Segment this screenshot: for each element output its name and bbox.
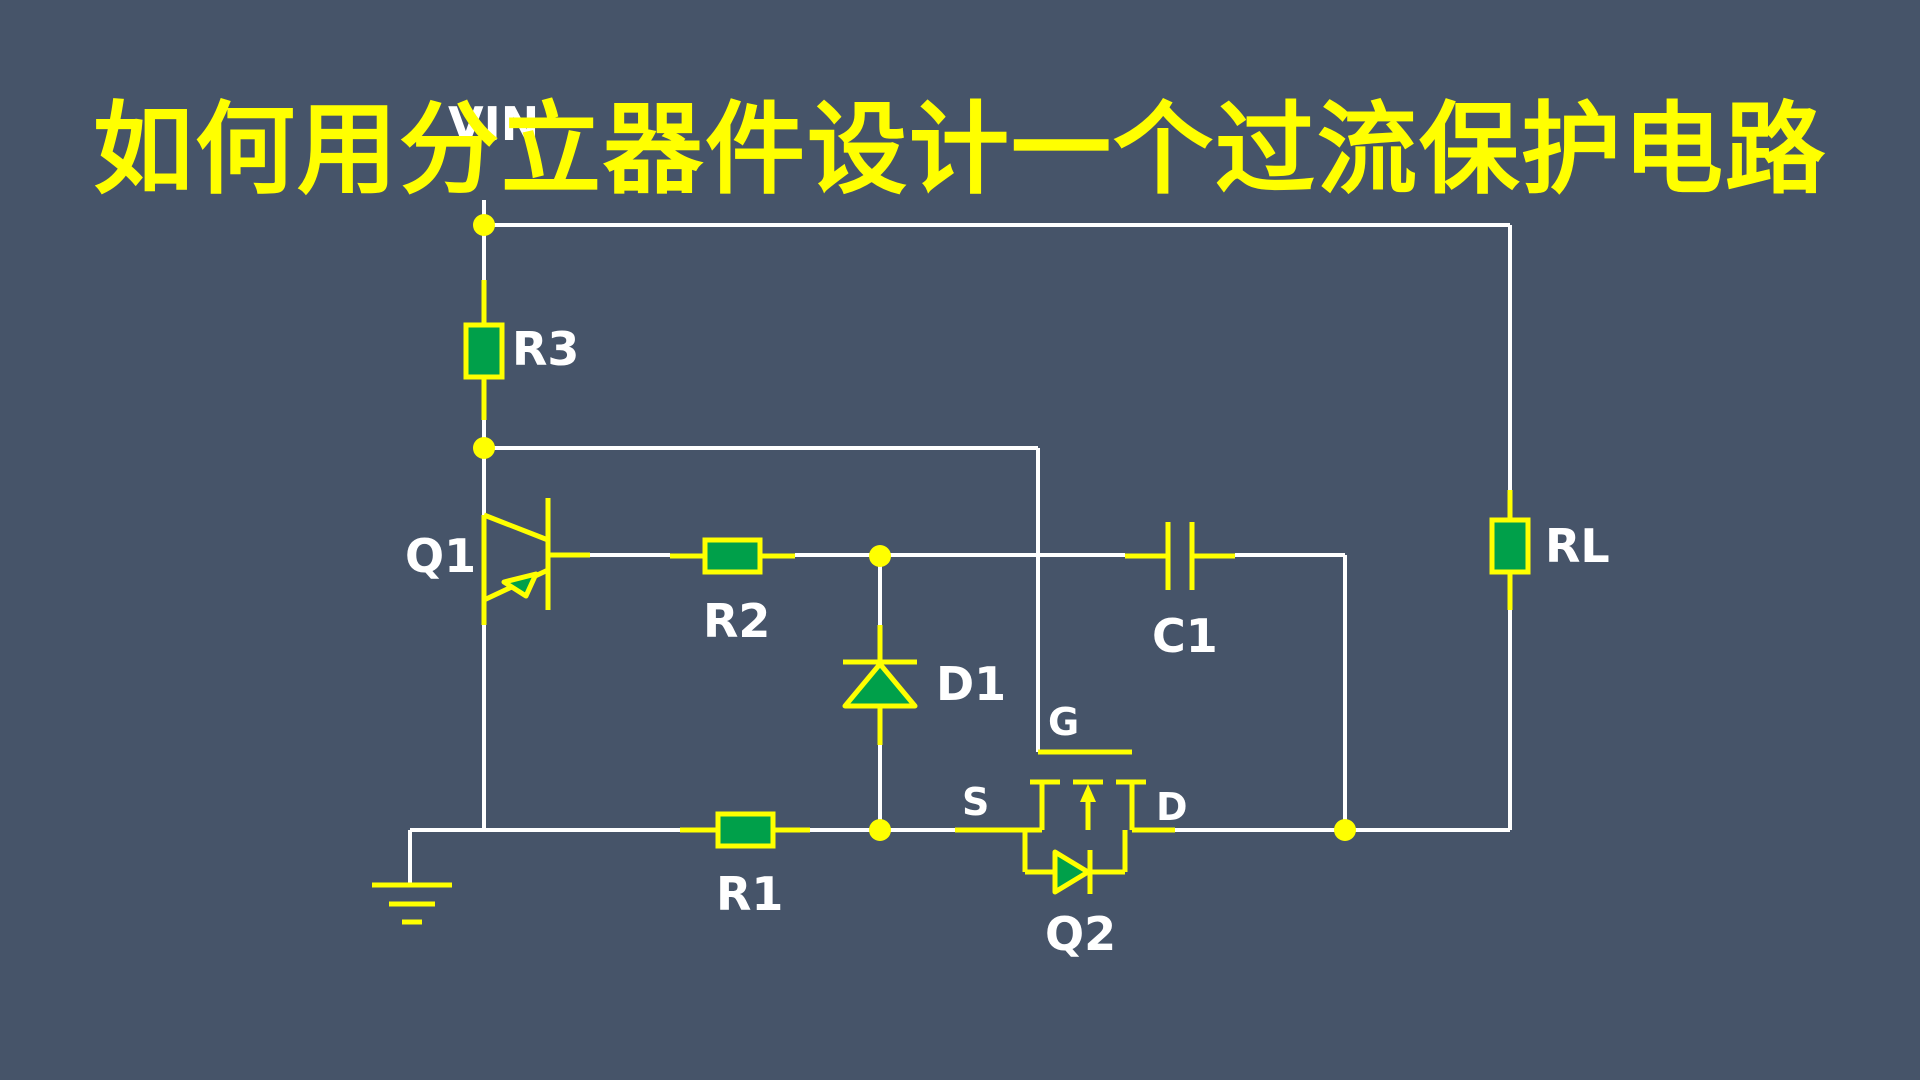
mosfet-q2: [955, 749, 1175, 895]
ground-symbol: [372, 882, 452, 925]
label-r2: R2: [703, 594, 770, 648]
resistor-r2: [670, 537, 795, 575]
resistor-r1: [680, 811, 810, 849]
label-r1: R1: [716, 867, 783, 921]
label-q1: Q1: [405, 529, 476, 583]
label-d: D: [1156, 785, 1188, 829]
resistor-rl: [1489, 490, 1531, 610]
label-rl: RL: [1545, 519, 1610, 573]
label-d1: D1: [936, 657, 1006, 711]
label-vin: VIN: [448, 97, 539, 151]
transistor-q1: [481, 498, 590, 625]
label-c1: C1: [1152, 609, 1218, 663]
label-g: G: [1048, 700, 1079, 744]
label-q2: Q2: [1045, 907, 1116, 961]
resistor-r3: [463, 280, 505, 420]
wires: [408, 200, 1512, 885]
capacitor-c1: [1125, 522, 1235, 590]
junction-nodes: [473, 214, 1356, 841]
label-s: S: [962, 780, 989, 824]
label-r3: R3: [512, 322, 579, 376]
page-title: 如何用分立器件设计一个过流保护电路: [93, 91, 1827, 208]
diode-d1: [842, 625, 918, 745]
